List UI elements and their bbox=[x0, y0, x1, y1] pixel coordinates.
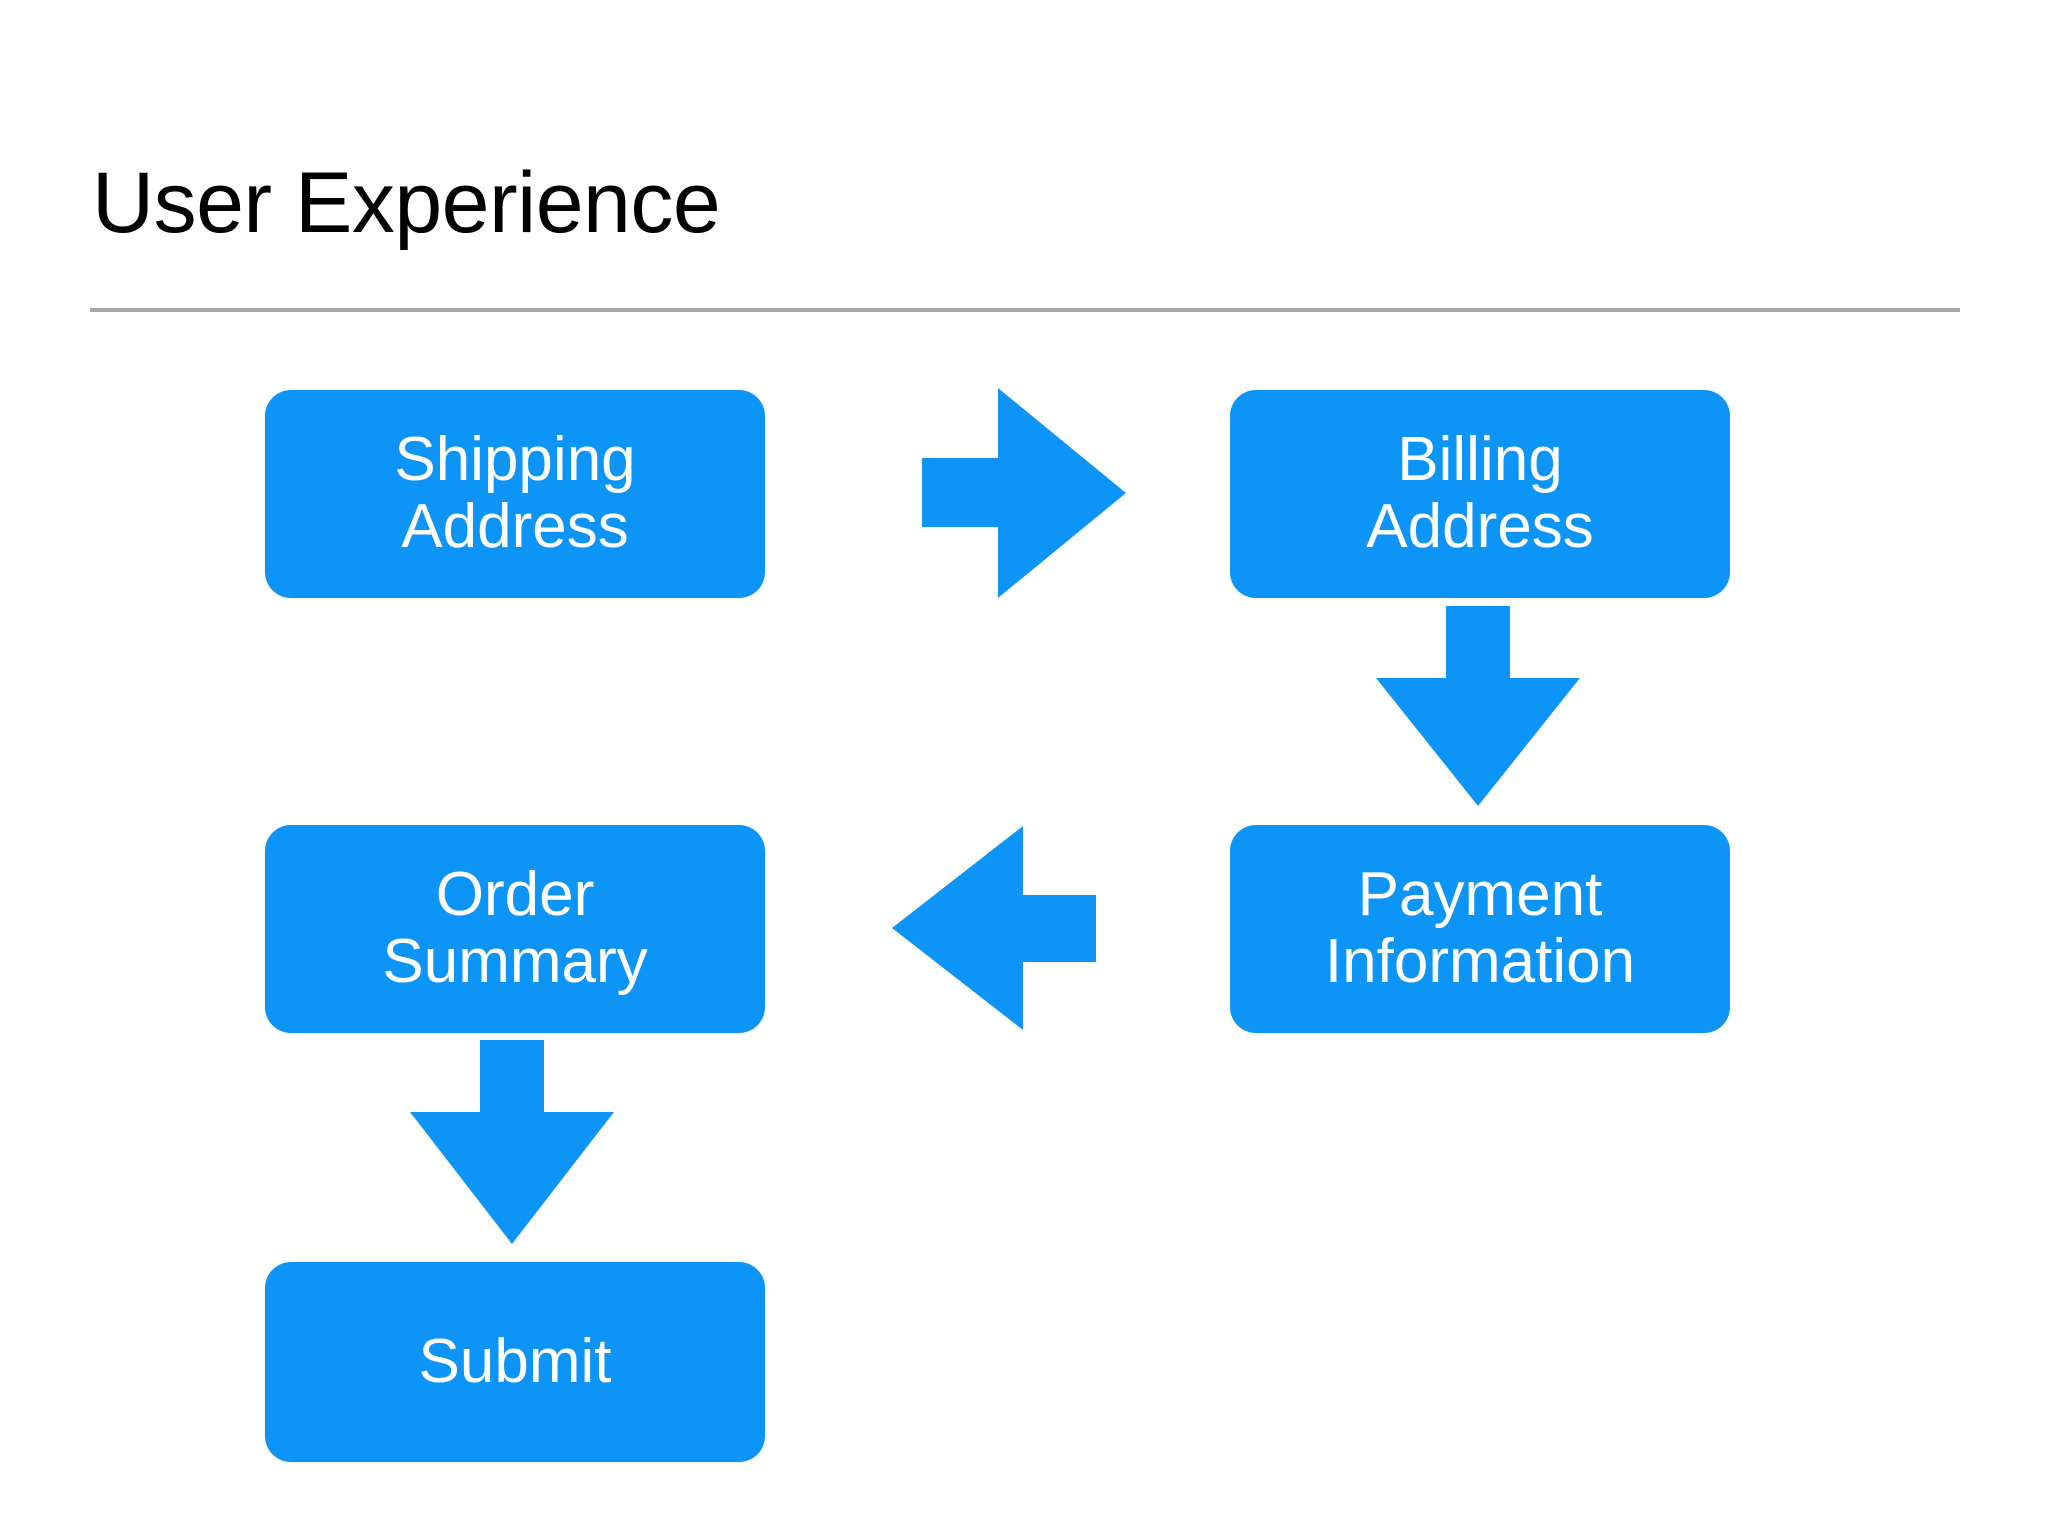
arrow-down-icon bbox=[410, 1040, 614, 1244]
flow-node-label: Order Summary bbox=[382, 860, 648, 996]
arrow-down-icon bbox=[1376, 606, 1580, 806]
flow-node-label: Shipping Address bbox=[394, 425, 636, 561]
page-title: User Experience bbox=[92, 155, 721, 251]
flow-node-label: Billing Address bbox=[1366, 425, 1594, 561]
arrow-right-icon bbox=[922, 388, 1126, 598]
flow-node-shipping-address[interactable]: Shipping Address bbox=[265, 390, 765, 598]
flow-node-payment-information[interactable]: Payment Information bbox=[1230, 825, 1730, 1033]
flow-node-label: Payment Information bbox=[1324, 860, 1636, 996]
flow-node-submit[interactable]: Submit bbox=[265, 1262, 765, 1462]
flow-node-billing-address[interactable]: Billing Address bbox=[1230, 390, 1730, 598]
flow-node-label: Submit bbox=[418, 1326, 612, 1396]
title-divider bbox=[90, 308, 1960, 312]
flow-node-order-summary[interactable]: Order Summary bbox=[265, 825, 765, 1033]
arrow-left-icon bbox=[892, 826, 1096, 1030]
